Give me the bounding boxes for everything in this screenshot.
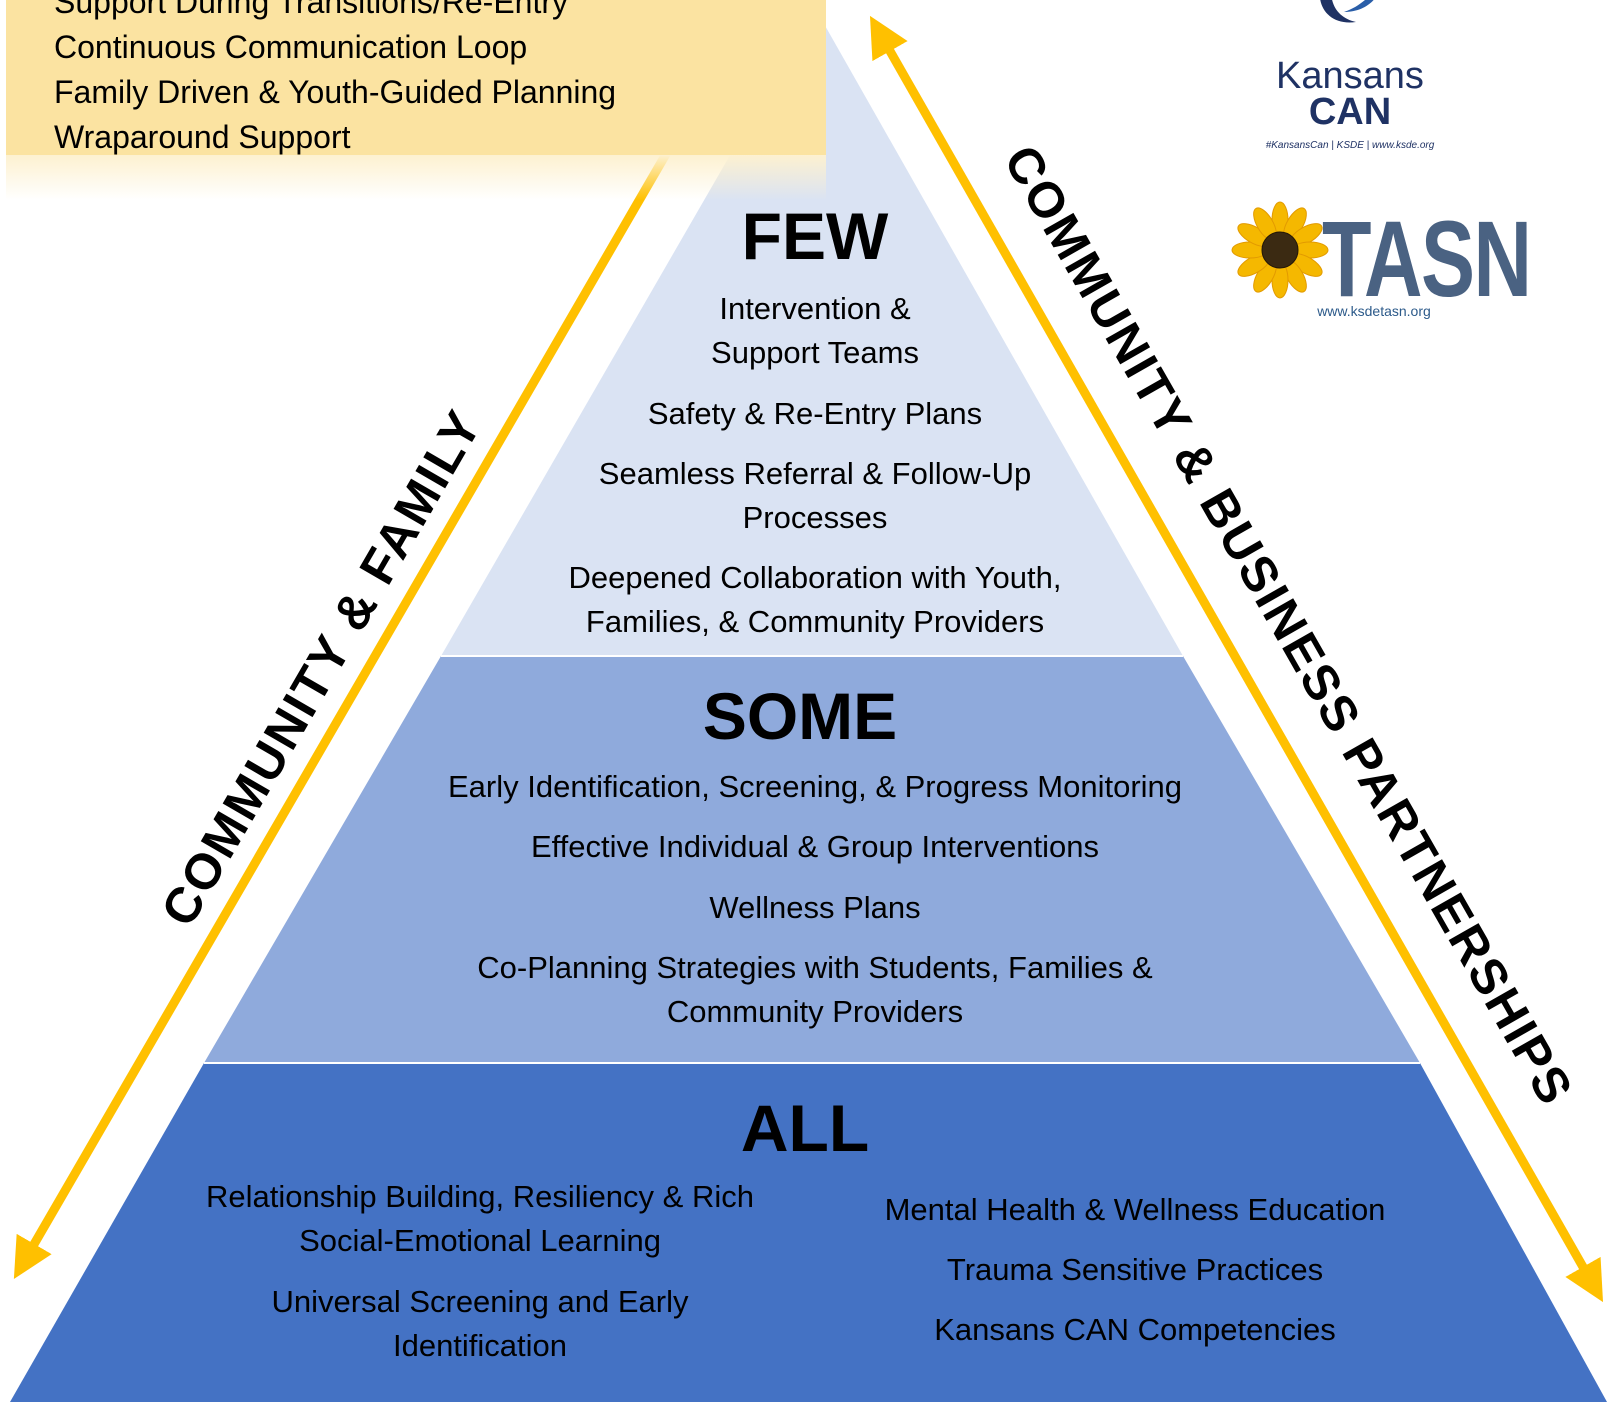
tier-all-right-item: Kansans CAN Competencies xyxy=(934,1312,1336,1347)
tier-all-right-item: Mental Health & Wellness Education xyxy=(884,1192,1386,1227)
tier-all-right-item: Trauma Sensitive Practices xyxy=(946,1252,1324,1287)
tier-all-left-item: Relationship Building, Resiliency & Rich… xyxy=(206,1179,754,1258)
services-item: Support During Transitions/Re-Entry xyxy=(54,0,568,20)
tier-some-item: Early Identification, Screening, & Progr… xyxy=(447,769,1183,804)
tasn-logo: TASN www.ksdetasn.org xyxy=(1230,198,1532,330)
services-item: Family Driven & Youth-Guided Planning xyxy=(54,74,617,110)
tier-some-item: Wellness Plans xyxy=(709,890,921,925)
kansans-tagline: #KansansCan | KSDE | www.ksde.org xyxy=(1265,140,1435,151)
tasn-url: www.ksdetasn.org xyxy=(1317,303,1431,319)
right-arrow xyxy=(869,15,1604,1303)
left-arrow xyxy=(13,20,744,1280)
sunflower-icon xyxy=(1231,201,1329,299)
tier-some-title: SOME xyxy=(702,679,898,753)
tier-all-title: ALL xyxy=(740,1091,870,1165)
tier-some-item: Effective Individual & Group Interventio… xyxy=(530,829,1100,864)
tier-few-item: Safety & Re-Entry Plans xyxy=(647,396,983,431)
services-note-shadow xyxy=(6,155,826,200)
tier-few-item: Intervention & Support Teams xyxy=(711,291,919,370)
tier-some-item: Co-Planning Strategies with Students, Fa… xyxy=(477,950,1153,1029)
kansans-can-logo: Kansans CAN #KansansCan | KSDE | www.ksd… xyxy=(1250,0,1450,160)
services-item: Continuous Communication Loop xyxy=(54,29,528,65)
tier-few-title: FEW xyxy=(741,199,889,273)
swoosh-icon xyxy=(1320,0,1374,23)
tier-few-item: Deepened Collaboration with Youth, Famil… xyxy=(568,560,1062,639)
services-item: Wraparound Support xyxy=(54,119,351,155)
kansans-word: Kansans xyxy=(1276,55,1424,97)
tier-all-left-item: Universal Screening and Early Identifica… xyxy=(271,1284,689,1363)
tier-few-item: Seamless Referral & Follow-Up Processes xyxy=(598,456,1032,535)
services-list: Support During Transitions/Re-Entry Cont… xyxy=(54,0,616,160)
can-word: CAN xyxy=(1308,91,1392,133)
